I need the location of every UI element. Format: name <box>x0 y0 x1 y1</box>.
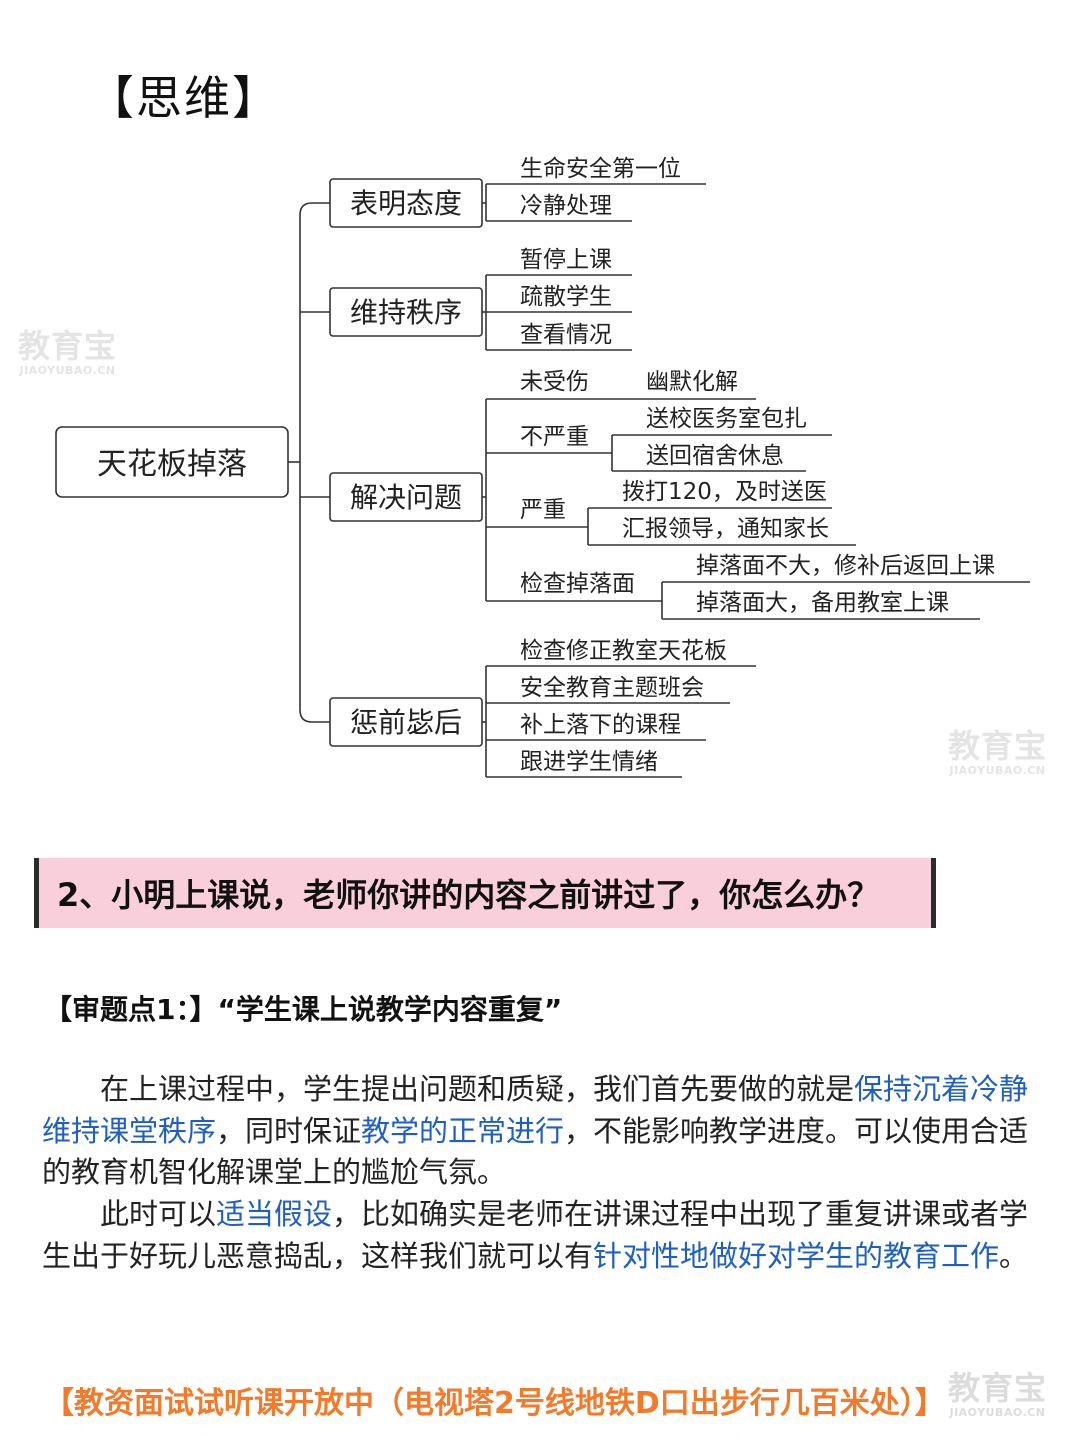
question-text: 2、小明上课说，老师你讲的内容之前讲过了，你怎么办？ <box>57 876 880 914</box>
highlight-text: 适当假设 <box>216 1197 333 1231</box>
mindmap-branch-label: 惩前毖后 <box>350 706 462 739</box>
mindmap-group-label: 严重 <box>520 497 566 523</box>
mindmap-leaf: 暂停上课 <box>520 247 612 273</box>
mindmap-leaf: 掉落面大，备用教室上课 <box>696 590 949 616</box>
mindmap-branch-label: 维持秩序 <box>350 296 462 329</box>
watermark-text: 教育宝 <box>18 327 118 365</box>
mindmap-leaf: 送校医务室包扎 <box>646 406 807 432</box>
paragraph-text: ，比如确实是老师在讲课过程中出现了重复讲课或者学生出于好玩儿恶意捣乱，这样我们就… <box>42 1197 1029 1273</box>
paragraph-text: ，同时保证 <box>216 1113 362 1148</box>
paragraph-text: 。 <box>999 1238 1029 1273</box>
section-title: 【思维】 <box>88 71 280 125</box>
watermark-text: 教育宝 <box>948 727 1048 765</box>
watermark-logo: 教育宝 JIAOYUBAO.CN <box>948 730 1047 776</box>
watermark-logo: 教育宝 JIAOYUBAO.CN <box>18 330 117 376</box>
highlight-text: 针对性地做好对学生的教育工作 <box>593 1238 1000 1273</box>
mindmap-branch-box <box>329 178 483 228</box>
mindmap-group-label: 不严重 <box>520 424 589 450</box>
mindmap-leaf: 拨打120，及时送医 <box>622 479 827 505</box>
highlight-text: 教学的正常进行 <box>361 1113 565 1148</box>
highlight-text: 保持沉着冷静维持课堂秩序 <box>42 1072 1029 1148</box>
mindmap-branch-label: 表明态度 <box>350 187 462 220</box>
mindmap-leaf: 幽默化解 <box>646 369 738 395</box>
mindmap-leaf: 生命安全第一位 <box>520 156 681 182</box>
question-banner: 2、小明上课说，老师你讲的内容之前讲过了，你怎么办？ <box>34 858 936 928</box>
mindmap-leaf: 送回宿舍休息 <box>646 443 784 469</box>
paragraph-text: 此时可以 <box>100 1197 217 1231</box>
mindmap-group-label: 检查掉落面 <box>520 571 635 597</box>
answer-paragraph-2: 此时可以适当假设，比如确实是老师在讲课过程中出现了重复讲课或者学生出于好玩儿恶意… <box>42 1194 1032 1277</box>
answer-paragraph-1: 在上课过程中，学生提出问题和质疑，我们首先要做的就是保持沉着冷静维持课堂秩序，同… <box>42 1069 1032 1194</box>
mindmap-leaf: 掉落面不大，修补后返回上课 <box>696 553 995 579</box>
promo-banner: 【教资面试试听课开放中（电视塔2号线地铁D口出步行几百米处）】 <box>44 1386 945 1421</box>
mindmap-branch-box <box>329 697 483 747</box>
paragraph-text: 在上课过程中，学生提出问题和质疑，我们首先要做的就是 <box>100 1072 855 1106</box>
watermark-domain: JIAOYUBAO.CN <box>949 1406 1046 1419</box>
paragraph-text: ，不能影响教学进度。可以使用合适的教育机智化解课堂上的尴尬气氛。 <box>42 1113 1029 1190</box>
watermark-domain: JIAOYUBAO.CN <box>19 364 116 377</box>
mindmap-branch-box <box>329 472 483 522</box>
mindmap-leaf: 冷静处理 <box>520 193 612 219</box>
watermark-logo: 教育宝 JIAOYUBAO.CN <box>948 1372 1047 1418</box>
mindmap-group-label: 未受伤 <box>520 369 589 395</box>
mindmap-leaf: 补上落下的课程 <box>520 712 681 738</box>
watermark-text: 教育宝 <box>948 1369 1048 1407</box>
mindmap-root-box <box>55 426 289 498</box>
mind-map: 天花板掉落 表明态度 维持秩序 解决问题 惩前毖后 生命安全第一位 冷静处理 暂… <box>55 156 1030 778</box>
mindmap-root: 天花板掉落 <box>97 447 247 482</box>
mindmap-branch-box <box>329 287 483 337</box>
mindmap-leaf: 跟进学生情绪 <box>520 749 658 775</box>
watermark-domain: JIAOYUBAO.CN <box>949 764 1046 777</box>
mindmap-leaf: 检查修正教室天花板 <box>520 638 727 664</box>
mindmap-leaf: 汇报领导，通知家长 <box>622 516 829 542</box>
mindmap-leaf: 疏散学生 <box>520 284 612 310</box>
mindmap-leaf: 安全教育主题班会 <box>520 675 704 701</box>
analysis-point-title: 【审题点1：】“学生课上说教学内容重复” <box>44 993 563 1026</box>
mindmap-leaf: 查看情况 <box>520 322 612 348</box>
mindmap-branch-label: 解决问题 <box>350 481 462 514</box>
